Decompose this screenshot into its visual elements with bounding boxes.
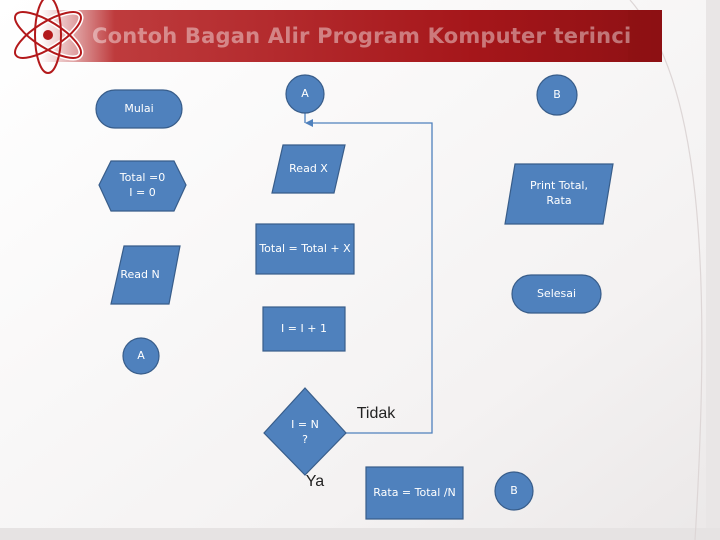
connector-b-out-shape: [494, 471, 534, 511]
print-io: [504, 163, 614, 225]
no-branch-label: Tidak: [356, 405, 396, 423]
title-bar-edge: [628, 10, 662, 62]
start-label: Mulai: [124, 101, 154, 115]
print-label-line1: Print Total,: [530, 179, 588, 193]
read-n-label: Read N: [120, 267, 160, 281]
connector-a-in-label: A: [301, 86, 309, 100]
slide-border-right: [706, 0, 720, 540]
read-x-io: [271, 144, 346, 194]
loop-back-line: [305, 119, 433, 434]
init-label-line2: I = 0: [129, 186, 156, 199]
average-label: Rata = Total /N: [373, 485, 456, 499]
end-label: Selesai: [536, 286, 577, 300]
connector-b-out-label: B: [510, 483, 518, 497]
start-terminator: [95, 89, 183, 129]
page-title: Contoh Bagan Alir Program Komputer terin…: [92, 24, 632, 48]
title-bar: [40, 10, 662, 62]
average-process: [365, 466, 464, 520]
accumulate-label: Total = Total + X: [259, 241, 351, 255]
decision-label-line2: ?: [302, 433, 308, 446]
decision-diamond: [263, 387, 347, 476]
read-x-label: Read X: [289, 161, 328, 175]
accumulate-process: [255, 223, 355, 275]
read-n-io: [110, 245, 181, 305]
connector-b-in-shape: [536, 74, 578, 116]
increment-label: I = I + 1: [281, 321, 327, 335]
init-preparation: [98, 160, 187, 212]
init-label: Total =0 I = 0: [99, 161, 186, 211]
increment-process: [262, 306, 346, 352]
atom-logo-icon: [12, 0, 84, 74]
end-terminator: [511, 274, 602, 314]
print-label: Print Total, Rata: [508, 166, 610, 222]
decision-label-line1: I = N: [291, 418, 319, 432]
yes-branch-label: Ya: [305, 473, 325, 491]
print-label-line2: Rata: [546, 194, 572, 207]
slide-border-bottom: [0, 528, 720, 540]
connector-a-out-label: A: [137, 348, 145, 362]
connector-a-out-shape: [122, 337, 160, 375]
init-label-line1: Total =0: [119, 171, 166, 185]
connector-b-in-label: B: [553, 87, 561, 101]
decision-label: I = N ?: [274, 410, 336, 456]
connector-a-in-shape: [285, 74, 325, 114]
